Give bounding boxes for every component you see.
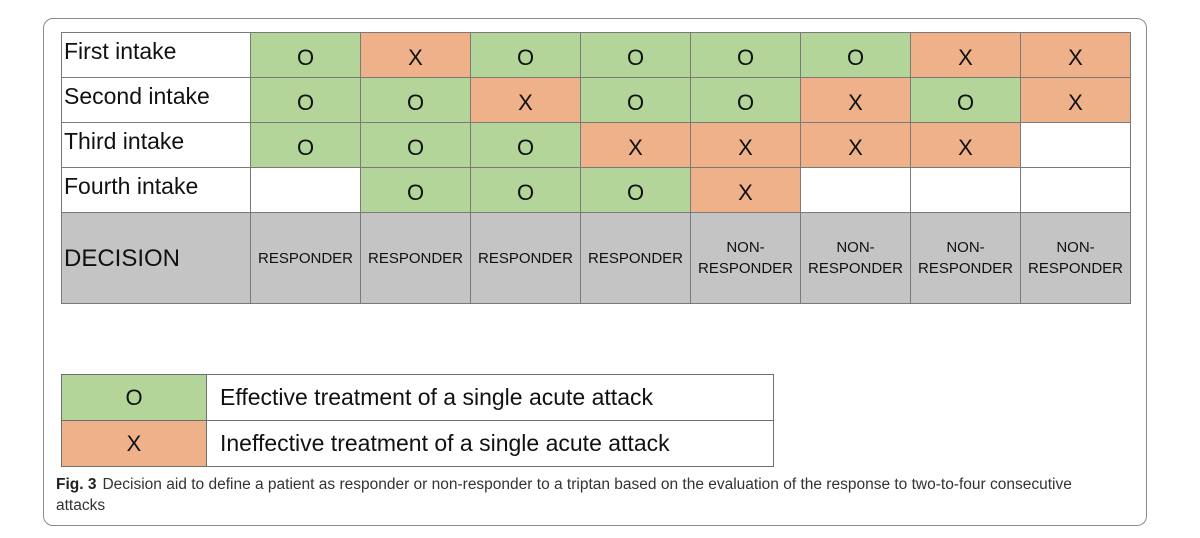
decision-cell: RESPONDER — [360, 212, 471, 304]
decision-cell: RESPONDER — [470, 212, 581, 304]
effective-cell: O — [470, 32, 581, 78]
decision-cell: RESPONDER — [250, 212, 361, 304]
row-label: First intake — [61, 32, 251, 78]
empty-cell — [1020, 122, 1131, 168]
effective-cell: O — [580, 167, 691, 213]
decision-text: RESPONDER — [367, 249, 464, 267]
ineffective-cell: X — [800, 77, 911, 123]
effective-cell: O — [250, 32, 361, 78]
decision-text: RESPONDER — [477, 249, 574, 267]
decision-text: NON- RESPONDER — [1027, 239, 1124, 277]
ineffective-cell: X — [690, 122, 801, 168]
effective-cell: O — [690, 32, 801, 78]
decision-text: NON- RESPONDER — [807, 239, 904, 277]
effective-cell: O — [470, 167, 581, 213]
effective-cell: O — [910, 77, 1021, 123]
effective-cell: O — [580, 32, 691, 78]
empty-cell — [250, 167, 361, 213]
ineffective-cell: X — [470, 77, 581, 123]
decision-label: DECISION — [61, 212, 251, 304]
ineffective-cell: X — [910, 122, 1021, 168]
legend-description: Ineffective treatment of a single acute … — [206, 420, 774, 467]
row-label: Fourth intake — [61, 167, 251, 213]
decision-row: DECISION RESPONDER RESPONDER RESPONDER RESPO… — [61, 212, 1131, 304]
ineffective-cell: X — [1020, 32, 1131, 78]
empty-cell — [800, 167, 911, 213]
effective-cell: O — [690, 77, 801, 123]
decision-cell: NON- RESPONDER — [1020, 212, 1131, 304]
row-label: Second intake — [61, 77, 251, 123]
effective-cell: O — [250, 77, 361, 123]
row-label: Third intake — [61, 122, 251, 168]
decision-text: NON- RESPONDER — [697, 239, 794, 277]
effective-cell: O — [360, 167, 471, 213]
decision-text: RESPONDER — [257, 249, 354, 267]
ineffective-cell: X — [800, 122, 911, 168]
effective-cell: O — [360, 77, 471, 123]
decision-cell: NON- RESPONDER — [910, 212, 1021, 304]
decision-cell: NON- RESPONDER — [800, 212, 911, 304]
effective-cell: O — [800, 32, 911, 78]
ineffective-cell: X — [580, 122, 691, 168]
empty-cell — [910, 167, 1021, 213]
legend-symbol: O — [61, 374, 207, 421]
figure-label: Fig. 3 — [56, 476, 97, 493]
caption-text: Decision aid to define a patient as resp… — [56, 476, 1072, 514]
decision-cell: RESPONDER — [580, 212, 691, 304]
effective-cell: O — [580, 77, 691, 123]
legend-symbol: X — [61, 420, 207, 467]
ineffective-cell: X — [360, 32, 471, 78]
ineffective-cell: X — [690, 167, 801, 213]
ineffective-cell: X — [1020, 77, 1131, 123]
legend-description: Effective treatment of a single acute at… — [206, 374, 774, 421]
decision-text: NON- RESPONDER — [917, 239, 1014, 277]
effective-cell: O — [470, 122, 581, 168]
decision-cell: NON- RESPONDER — [690, 212, 801, 304]
ineffective-cell: X — [910, 32, 1021, 78]
empty-cell — [1020, 167, 1131, 213]
effective-cell: O — [360, 122, 471, 168]
effective-cell: O — [250, 122, 361, 168]
decision-text: RESPONDER — [587, 249, 684, 267]
